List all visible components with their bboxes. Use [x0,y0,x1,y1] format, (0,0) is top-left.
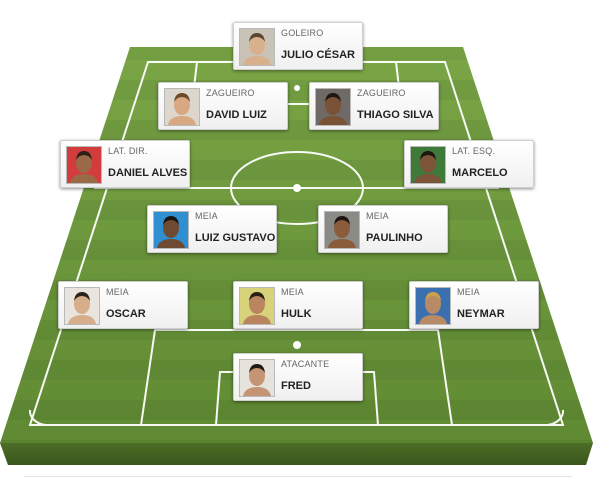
player-photo [324,211,360,249]
player-position-label: GOLEIRO [281,28,324,38]
player-position-label: MEIA [281,287,304,297]
player-position-label: MEIA [457,287,480,297]
player-photo [415,287,451,325]
divider [24,476,572,477]
player-card-meia-5[interactable]: MEIA NEYMAR [409,281,539,329]
player-name: LUIZ GUSTAVO [195,232,276,244]
player-photo [315,88,351,126]
player-photo [64,287,100,325]
player-position-label: ZAGUEIRO [357,88,406,98]
player-card-zagueiro-2[interactable]: ZAGUEIRO THIAGO SILVA [309,82,439,130]
player-name: NEYMAR [457,308,505,320]
player-card-atacante[interactable]: ATACANTE FRED [233,353,363,401]
player-name: MARCELO [452,167,508,179]
player-position-label: MEIA [366,211,389,221]
player-name: DANIEL ALVES [108,167,188,179]
player-card-zagueiro-1[interactable]: ZAGUEIRO DAVID LUIZ [158,82,288,130]
player-position-label: MEIA [106,287,129,297]
player-name: THIAGO SILVA [357,109,434,121]
player-position-label: ATACANTE [281,359,330,369]
player-photo [239,287,275,325]
player-name: DAVID LUIZ [206,109,267,121]
player-name: JULIO CÉSAR [281,49,355,61]
player-photo [410,146,446,184]
player-card-meia-1[interactable]: MEIA LUIZ GUSTAVO [147,205,277,253]
player-card-meia-3[interactable]: MEIA OSCAR [58,281,188,329]
player-position-label: LAT. DIR. [108,146,148,156]
player-name: OSCAR [106,308,146,320]
player-card-meia-4[interactable]: MEIA HULK [233,281,363,329]
player-name: FRED [281,380,311,392]
player-position-label: LAT. ESQ. [452,146,496,156]
player-card-goleiro[interactable]: GOLEIRO JULIO CÉSAR [233,22,363,70]
player-name: PAULINHO [366,232,423,244]
player-photo [66,146,102,184]
player-photo [239,359,275,397]
player-photo [164,88,200,126]
player-card-lat-dir[interactable]: LAT. DIR. DANIEL ALVES [60,140,190,188]
player-card-lat-esq[interactable]: LAT. ESQ. MARCELO [404,140,534,188]
player-name: HULK [281,308,312,320]
player-position-label: ZAGUEIRO [206,88,255,98]
player-photo [153,211,189,249]
player-card-meia-2[interactable]: MEIA PAULINHO [318,205,448,253]
player-photo [239,28,275,66]
player-position-label: MEIA [195,211,218,221]
